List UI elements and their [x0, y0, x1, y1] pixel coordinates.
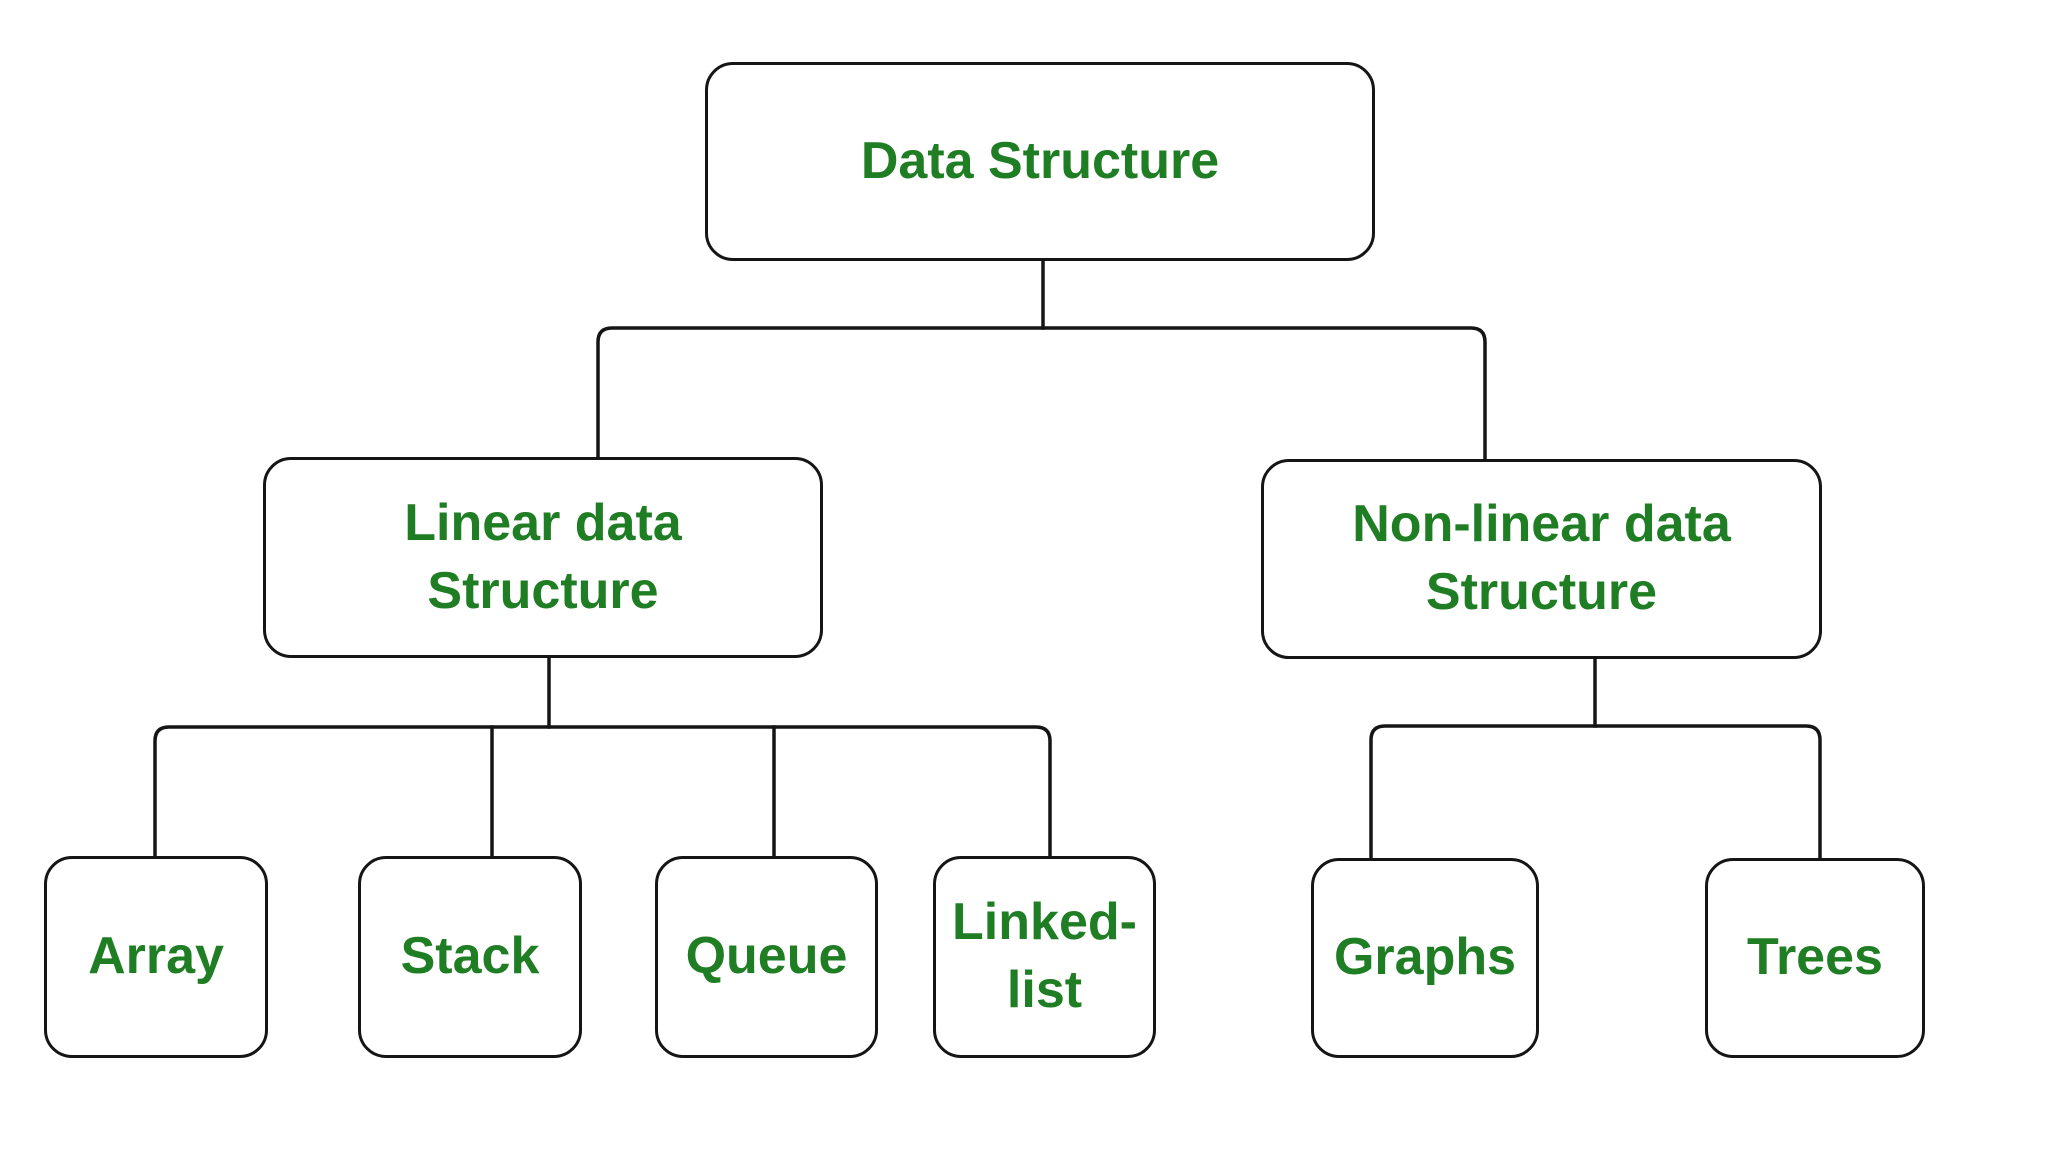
node-non-linear-data-structure-label: Non-linear data Structure	[1352, 495, 1731, 621]
node-trees: Trees	[1705, 858, 1925, 1058]
edge-nonlinear-split	[1369, 724, 1822, 861]
node-stack-label: Stack	[400, 927, 540, 986]
node-linked-list-label: Linked- list	[952, 893, 1137, 1019]
node-stack: Stack	[358, 856, 582, 1058]
node-trees-label: Trees	[1747, 928, 1883, 987]
node-queue-label: Queue	[685, 927, 848, 986]
node-queue: Queue	[655, 856, 878, 1058]
node-linear-data-structure: Linear data Structure	[263, 457, 823, 658]
edge-linear-split	[153, 725, 1052, 859]
node-array: Array	[44, 856, 268, 1058]
node-linear-data-structure-label: Linear data Structure	[404, 493, 682, 620]
node-non-linear-data-structure: Non-linear data Structure	[1261, 459, 1822, 659]
node-data-structure-label: Data Structure	[860, 131, 1220, 190]
edge-root-split	[596, 326, 1487, 462]
node-data-structure: Data Structure	[705, 62, 1375, 261]
node-graphs-label: Graphs	[1333, 928, 1517, 987]
node-array-label: Array	[88, 927, 224, 986]
node-graphs: Graphs	[1311, 858, 1539, 1058]
node-linked-list: Linked- list	[933, 856, 1156, 1058]
